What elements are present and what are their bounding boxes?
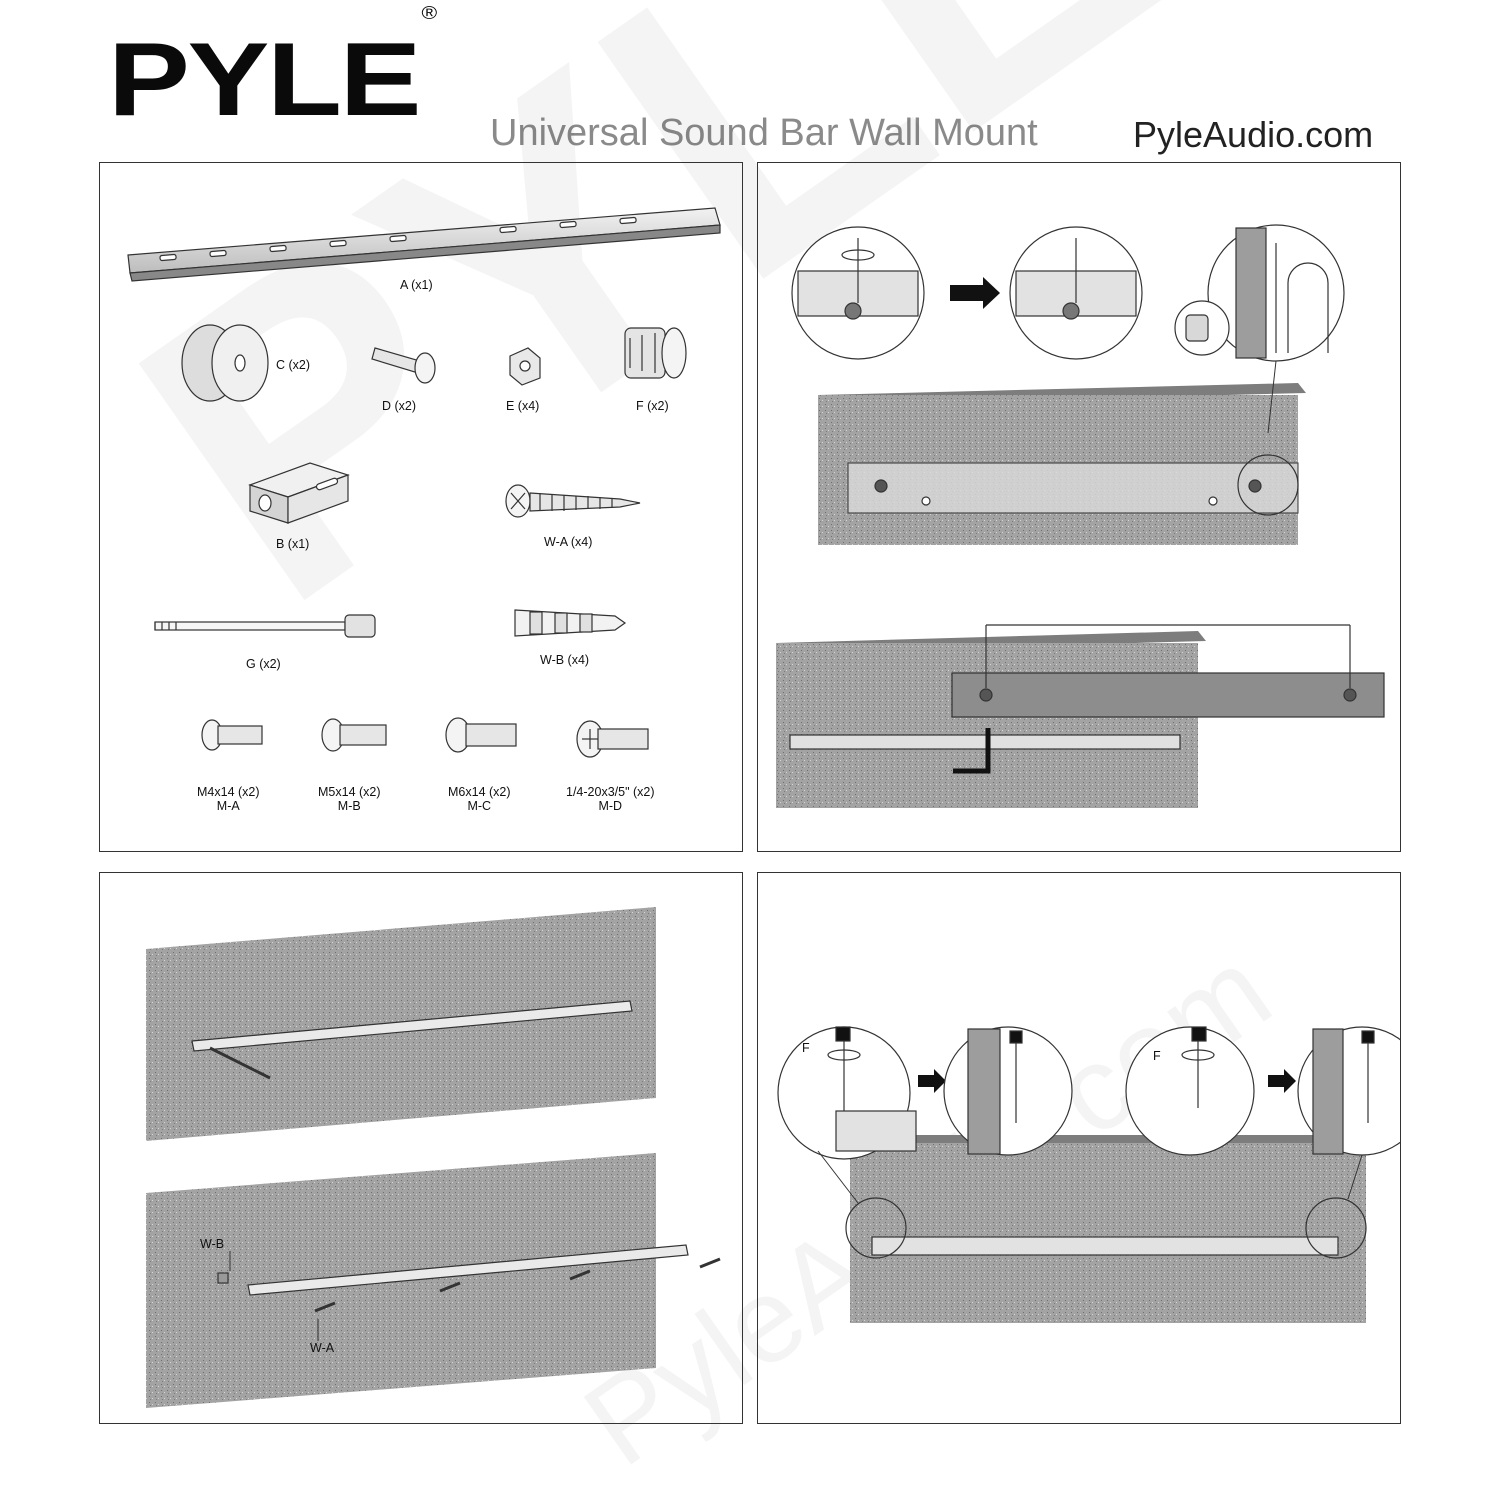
detail-circle-right-rotate bbox=[1125, 1026, 1255, 1156]
brand-text: PYLE bbox=[108, 22, 421, 138]
wood-screw-part-wa bbox=[505, 484, 641, 518]
mc-code: M-C bbox=[467, 799, 492, 813]
machine-screw-md bbox=[576, 720, 649, 758]
detail-circle-rotate bbox=[791, 226, 925, 360]
step-spacer-panel: F F bbox=[757, 872, 1401, 1424]
callout-circle-left bbox=[845, 1197, 907, 1259]
detail-circle-left-done bbox=[943, 1026, 1073, 1156]
part-label-a: A (x1) bbox=[400, 278, 433, 292]
part-label-f: F (x2) bbox=[636, 399, 669, 413]
nut-part-e bbox=[509, 347, 541, 386]
spacer-part-c bbox=[181, 324, 269, 402]
wall-block bbox=[850, 1135, 1366, 1323]
mount-rail-illustration bbox=[146, 907, 721, 1408]
page-title: Universal Sound Bar Wall Mount bbox=[490, 112, 1038, 154]
part-label-d: D (x2) bbox=[382, 399, 417, 413]
parts-list-panel: A (x1) C (x2) D (x2) E (x4) F (x2) B (x1… bbox=[99, 162, 743, 852]
website-link[interactable]: PyleAudio.com bbox=[1133, 114, 1374, 155]
callout-spacer-right: F bbox=[1153, 1049, 1161, 1063]
mb-code: M-B bbox=[337, 799, 361, 813]
parts-illustrations bbox=[127, 207, 721, 758]
machine-screw-mc bbox=[445, 717, 517, 753]
spacer-illustration bbox=[777, 1026, 1400, 1323]
detail-circle-tightened bbox=[1009, 226, 1143, 360]
block-part-b bbox=[248, 462, 350, 524]
part-label-ma: M4x14 (x2) M-A bbox=[197, 785, 260, 813]
detail-circle-left-rotate bbox=[777, 1026, 917, 1160]
registered-mark: ® bbox=[421, 3, 437, 24]
part-label-g: G (x2) bbox=[246, 657, 281, 671]
step-mount-rail-panel: W-B W-A bbox=[99, 872, 743, 1424]
detail-circle-cap bbox=[1174, 224, 1345, 362]
part-label-mc: M6x14 (x2) M-C bbox=[448, 785, 511, 813]
step-attach-panel bbox=[757, 162, 1401, 852]
mc-size: M6x14 (x2) bbox=[448, 785, 511, 799]
arrow-right-icon bbox=[918, 1069, 946, 1093]
callout-wall-anchor: W-B bbox=[200, 1237, 225, 1251]
ma-size: M4x14 (x2) bbox=[197, 785, 260, 799]
part-label-c: C (x2) bbox=[276, 358, 311, 372]
bolt-part-d bbox=[371, 347, 436, 384]
machine-screw-ma bbox=[201, 719, 263, 751]
part-label-b: B (x1) bbox=[276, 537, 310, 551]
rail-on-wall bbox=[847, 462, 1299, 514]
callout-wall-screw: W-A bbox=[310, 1341, 335, 1355]
part-label-wa: W-A (x4) bbox=[544, 535, 593, 549]
rail-with-screws bbox=[217, 1244, 721, 1341]
md-size: 1/4-20x3/5" (x2) bbox=[566, 785, 655, 799]
pyle-logo: PYLE® bbox=[108, 4, 437, 132]
arrow-right-icon bbox=[950, 277, 1000, 309]
part-label-wb: W-B (x4) bbox=[540, 653, 590, 667]
arrow-down-left-icon bbox=[953, 728, 991, 774]
part-label-mb: M5x14 (x2) M-B bbox=[318, 785, 381, 813]
md-code: M-D bbox=[598, 799, 623, 813]
mb-size: M5x14 (x2) bbox=[318, 785, 381, 799]
callout-spacer-left: F bbox=[802, 1041, 810, 1055]
callout-circle-right bbox=[1305, 1197, 1367, 1259]
cap-part-f bbox=[624, 327, 687, 379]
soundbar bbox=[951, 624, 1385, 718]
part-label-md: 1/4-20x3/5" (x2) M-D bbox=[566, 785, 655, 813]
rod-part-g bbox=[154, 614, 376, 638]
part-label-e: E (x4) bbox=[506, 399, 540, 413]
detail-callout-circle bbox=[1237, 454, 1299, 516]
rail-bottom bbox=[871, 1236, 1339, 1256]
arrow-right-icon bbox=[1268, 1069, 1296, 1093]
wall-anchor-part-wb bbox=[514, 609, 627, 637]
rail-level bbox=[191, 1000, 633, 1080]
ma-code: M-A bbox=[216, 799, 240, 813]
attach-illustration bbox=[776, 224, 1385, 808]
machine-screw-mb bbox=[321, 718, 387, 752]
wall-block-lower bbox=[776, 631, 1206, 808]
detail-circle-right-done bbox=[1297, 1026, 1400, 1156]
rail-lower bbox=[789, 734, 1181, 750]
rail-part-a bbox=[127, 207, 721, 282]
